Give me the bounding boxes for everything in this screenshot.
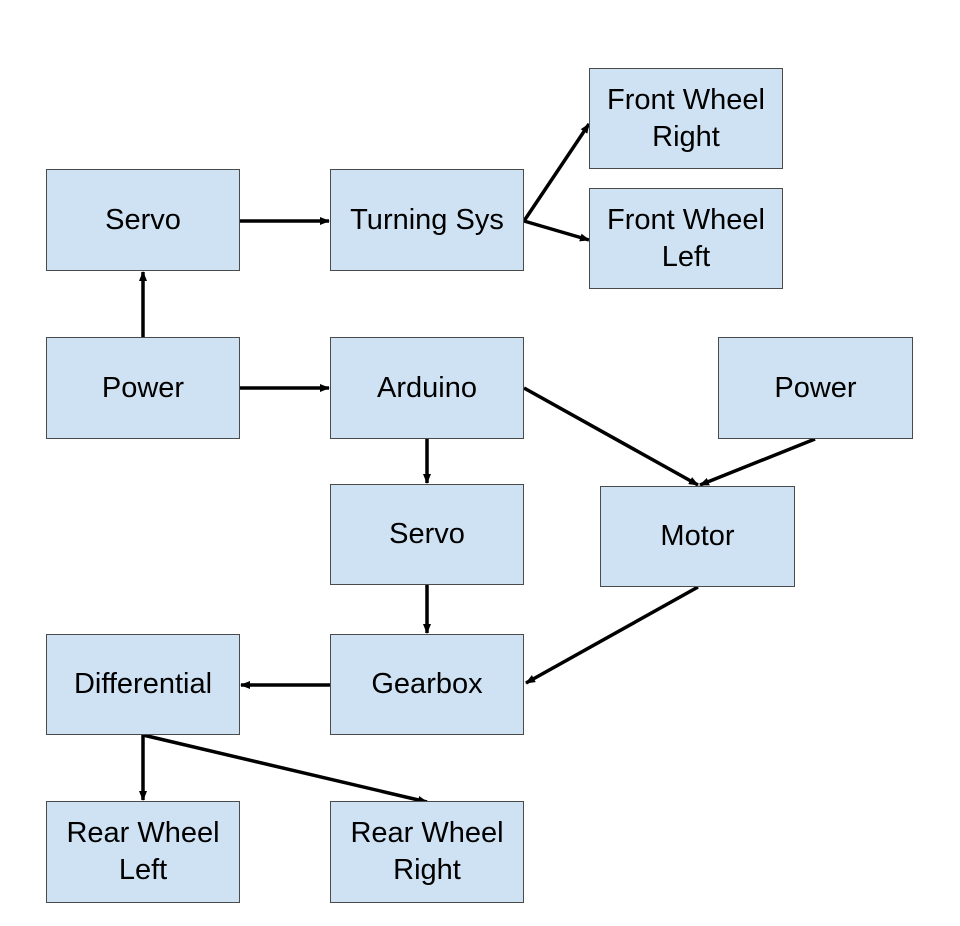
node-servo-mid: Servo: [330, 484, 524, 585]
node-label: Turning Sys: [350, 203, 504, 236]
arrow-turning-sys-to-front-wheel-left: [523, 219, 590, 242]
node-differential: Differential: [46, 634, 240, 735]
node-front-wheel-left: Front Wheel Left: [589, 188, 783, 289]
node-servo-top: Servo: [46, 169, 240, 271]
arrow-differential-to-rear-wheel-right: [142, 733, 428, 804]
arrow-power-right-to-motor: [699, 437, 816, 487]
node-label: Differential: [73, 668, 213, 700]
node-gearbox: Gearbox: [330, 634, 524, 735]
node-label: Power: [101, 371, 185, 404]
node-label: Gearbox: [371, 668, 483, 700]
node-motor: Motor: [600, 486, 795, 587]
node-turning-sys: Turning Sys: [330, 169, 524, 271]
node-power-right: Power: [718, 337, 913, 439]
node-label: Front Wheel Left: [607, 203, 765, 273]
node-label: Rear Wheel Right: [350, 817, 504, 886]
node-label: Power: [774, 371, 857, 404]
node-front-wheel-right: Front Wheel Right: [589, 68, 783, 169]
node-label: Motor: [660, 520, 735, 552]
node-label: Front Wheel Right: [607, 83, 765, 153]
arrow-turning-sys-to-front-wheel-right: [522, 123, 591, 222]
node-label: Servo: [389, 518, 465, 550]
node-label: Arduino: [377, 371, 477, 404]
node-rear-wheel-right: Rear Wheel Right: [330, 801, 524, 903]
arrow-motor-to-gearbox: [525, 585, 699, 685]
node-label: Servo: [105, 203, 181, 236]
node-arduino: Arduino: [330, 337, 524, 439]
node-label: Rear Wheel Left: [66, 817, 220, 886]
node-power-left: Power: [46, 337, 240, 439]
arrow-arduino-to-motor: [523, 386, 699, 487]
node-rear-wheel-left: Rear Wheel Left: [46, 801, 240, 903]
